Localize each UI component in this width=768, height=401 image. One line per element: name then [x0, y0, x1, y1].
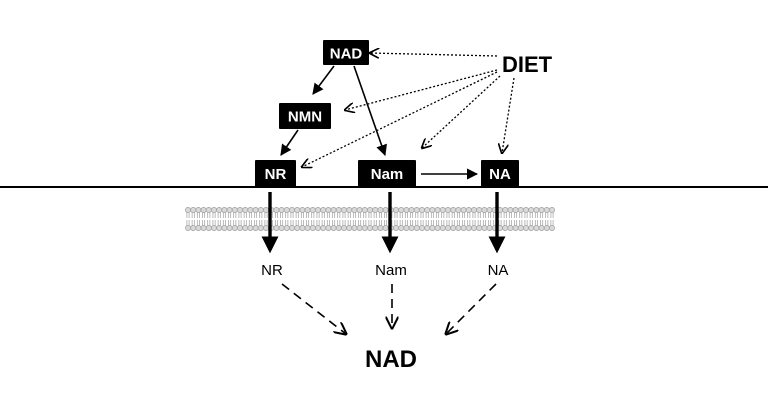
- nr-to-nad-arrow: [281, 283, 346, 334]
- outside-conversion-arrows: [280, 65, 479, 180]
- nam-box: Nam: [358, 160, 416, 187]
- nam-box-label: Nam: [371, 166, 404, 183]
- diet-to-nr-arrow: [302, 71, 498, 167]
- nmn-to-nr-arrow: [280, 129, 299, 156]
- inside-nam-label: Nam: [375, 262, 407, 279]
- diet-to-na-arrow: [502, 77, 515, 153]
- nad-to-nmn-arrow: [312, 65, 335, 95]
- diet-arrows: [302, 53, 515, 167]
- na-to-nad-arrow: [446, 283, 497, 334]
- lipid-bilayer: [185, 207, 555, 231]
- nad-to-nam-arrow: [353, 65, 387, 157]
- na-box-label: NA: [489, 166, 511, 183]
- diet-to-nam-arrow: [422, 75, 501, 148]
- inside-nr-label: NR: [261, 262, 283, 279]
- inside-na-label: NA: [488, 262, 509, 279]
- na-box: NA: [481, 160, 519, 187]
- nad-box-label: NAD: [330, 46, 363, 63]
- transport-arrows: [261, 192, 506, 254]
- nad-box: NAD: [323, 40, 369, 65]
- nr-box: NR: [255, 160, 296, 187]
- diet-to-nad-arrow: [370, 53, 498, 56]
- nmn-box-label: NMN: [288, 109, 322, 126]
- inside-conversion-arrows: [281, 283, 497, 334]
- inside-nad-label: NAD: [365, 346, 417, 373]
- nmn-box: NMN: [279, 103, 331, 129]
- nr-box-label: NR: [265, 166, 287, 183]
- diet-label: DIET: [502, 52, 553, 77]
